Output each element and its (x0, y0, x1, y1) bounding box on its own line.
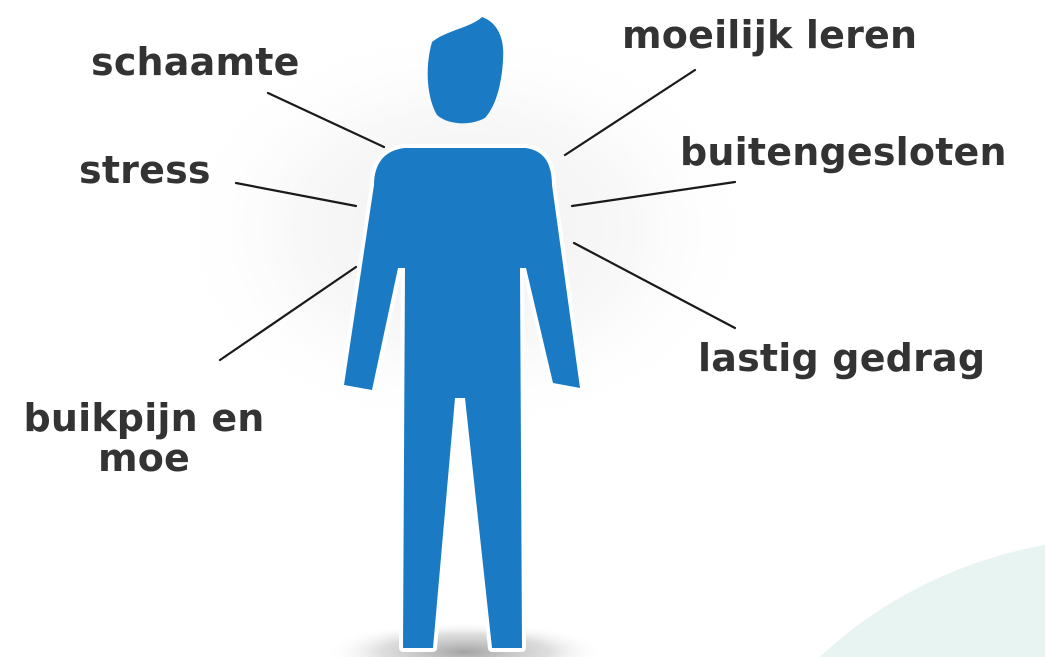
decorative-corner-shape (820, 545, 1045, 657)
label-buitengesloten: buitengesloten (680, 130, 1007, 174)
connector-buitengesloten (570, 180, 737, 208)
connector-stress (234, 181, 358, 208)
label-lastig-gedrag: lastig gedrag (698, 336, 986, 380)
connector-buikpijn (218, 265, 358, 362)
label-buikpijn-line1: buikpijn en (23, 396, 265, 440)
label-schaamte: schaamte (91, 40, 300, 84)
label-moeilijk-leren: moeilijk leren (622, 13, 918, 57)
person-silhouette-icon (340, 17, 584, 652)
label-buikpijn-en-moe: buikpijn en moe (20, 398, 268, 478)
connector-schaamte (266, 91, 386, 149)
connector-lastig-gedrag (572, 241, 737, 330)
label-stress: stress (79, 148, 211, 192)
connector-moeilijk-leren (563, 68, 697, 157)
floor-shadow (325, 622, 605, 657)
label-buikpijn-line2: moe (97, 436, 191, 480)
